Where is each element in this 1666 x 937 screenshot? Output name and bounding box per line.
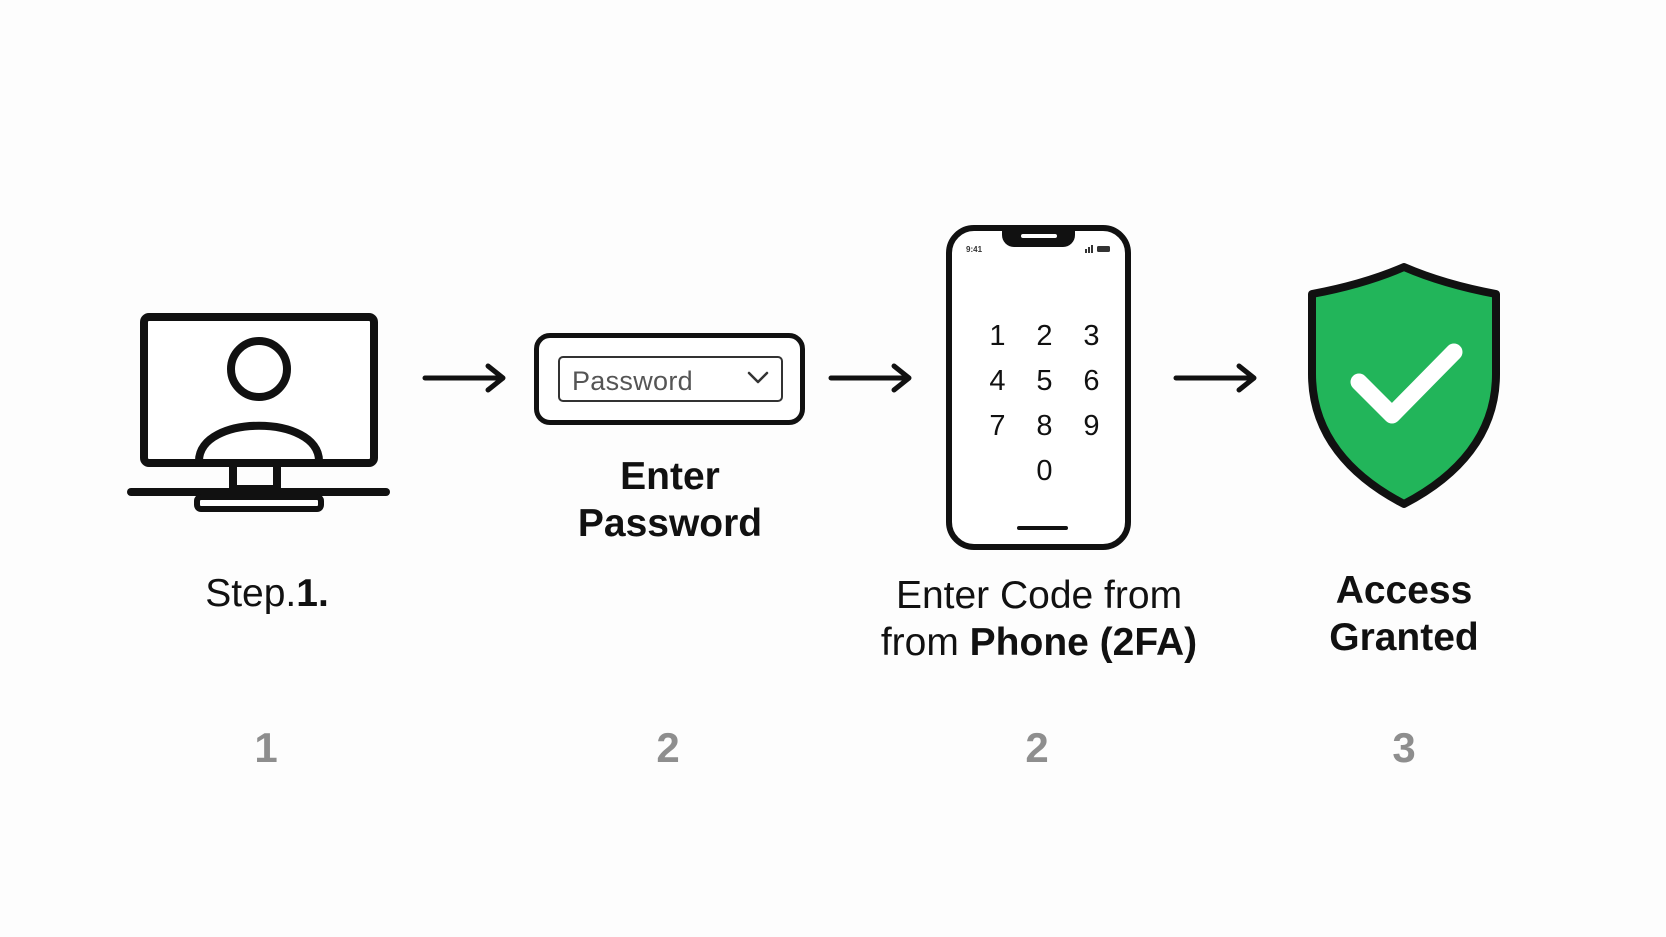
shield-check-icon [1304,262,1504,510]
keypad-key: 0 [1036,455,1053,487]
step-3-label-line2-bold: Phone (2FA) [969,621,1198,664]
step-2-label: Enter Password [540,453,800,547]
step-1-label-number: 1. [296,572,329,615]
step-2-label-line2: Password [577,502,763,545]
keypad: 1 2 3 4 5 6 7 8 9 0 [974,321,1115,487]
step-4-label-line1: Access [1335,569,1473,612]
battery-icon [1085,245,1111,255]
step-3-label-line2-text: from [880,621,959,664]
keypad-key: 4 [989,365,1006,397]
keypad-key: 2 [1036,320,1053,352]
step-number: 1 [254,724,278,771]
step-3-label: Enter Code from from Phone (2FA) [832,572,1246,666]
computer-user-icon [127,313,408,528]
phone-status-time: 9:41 [966,245,983,254]
keypad-key: 5 [1036,365,1053,397]
password-card-icon: Password [534,333,805,425]
step-number: 2 [656,724,680,771]
home-indicator [1017,526,1068,530]
keypad-key: 3 [1083,320,1100,352]
keypad-key: 8 [1036,410,1053,442]
arrow-right-icon [422,362,508,399]
keypad-key: 7 [989,410,1006,442]
step-1-label-text: Step. [205,572,297,615]
phone-keypad-icon: 9:41 1 2 3 4 5 6 7 8 9 0 [946,225,1131,550]
keypad-key: 1 [989,320,1006,352]
step-3-label-line1: Enter Code from [895,574,1183,617]
phone-notch [1002,225,1075,247]
password-placeholder: Password [572,366,693,396]
step-4-label: Access Granted [1294,567,1514,661]
arrow-right-icon [1173,362,1259,399]
step-1-label: Step.1. [164,570,370,617]
step-number: 3 [1392,724,1416,771]
step-4-label-line2: Granted [1329,616,1479,659]
arrow-right-icon [828,362,914,399]
keypad-key: 9 [1083,410,1100,442]
password-field: Password [558,356,783,402]
step-2-label-line1: Enter [620,455,720,498]
step-number: 2 [1025,724,1049,771]
keypad-key: 6 [1083,365,1100,397]
chevron-down-icon [747,371,769,390]
